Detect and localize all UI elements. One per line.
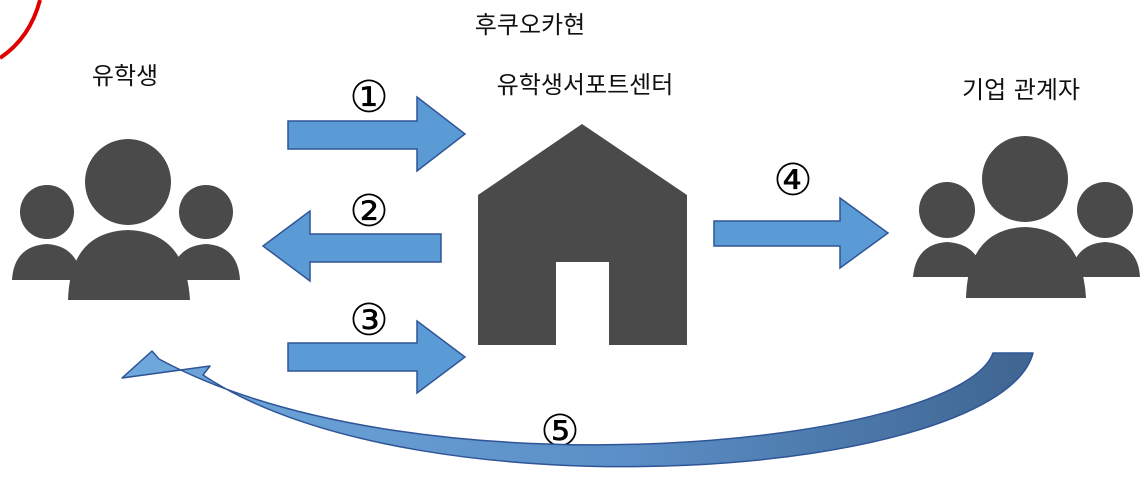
step-3-number: ③ xyxy=(349,295,388,346)
arrow-2-left xyxy=(261,209,442,283)
arrow-4-right xyxy=(713,196,890,270)
arrow-5-curved xyxy=(121,350,1034,468)
arrow-3-right xyxy=(287,319,467,395)
center-label-line1: 후쿠오카현 xyxy=(475,11,585,39)
students-label: 유학생 xyxy=(92,62,158,90)
step-1-number: ① xyxy=(349,72,388,123)
students-people-icon xyxy=(12,139,240,300)
center-label-line2: 유학생서포트센터 xyxy=(497,71,674,99)
arrow-1-right xyxy=(287,95,467,173)
house-icon xyxy=(478,124,687,345)
company-people-icon xyxy=(913,136,1140,298)
company-label: 기업 관계자 xyxy=(962,76,1080,104)
step-4-number: ④ xyxy=(773,155,812,206)
step-2-number: ② xyxy=(349,186,388,237)
red-circle-fragment xyxy=(0,0,42,60)
